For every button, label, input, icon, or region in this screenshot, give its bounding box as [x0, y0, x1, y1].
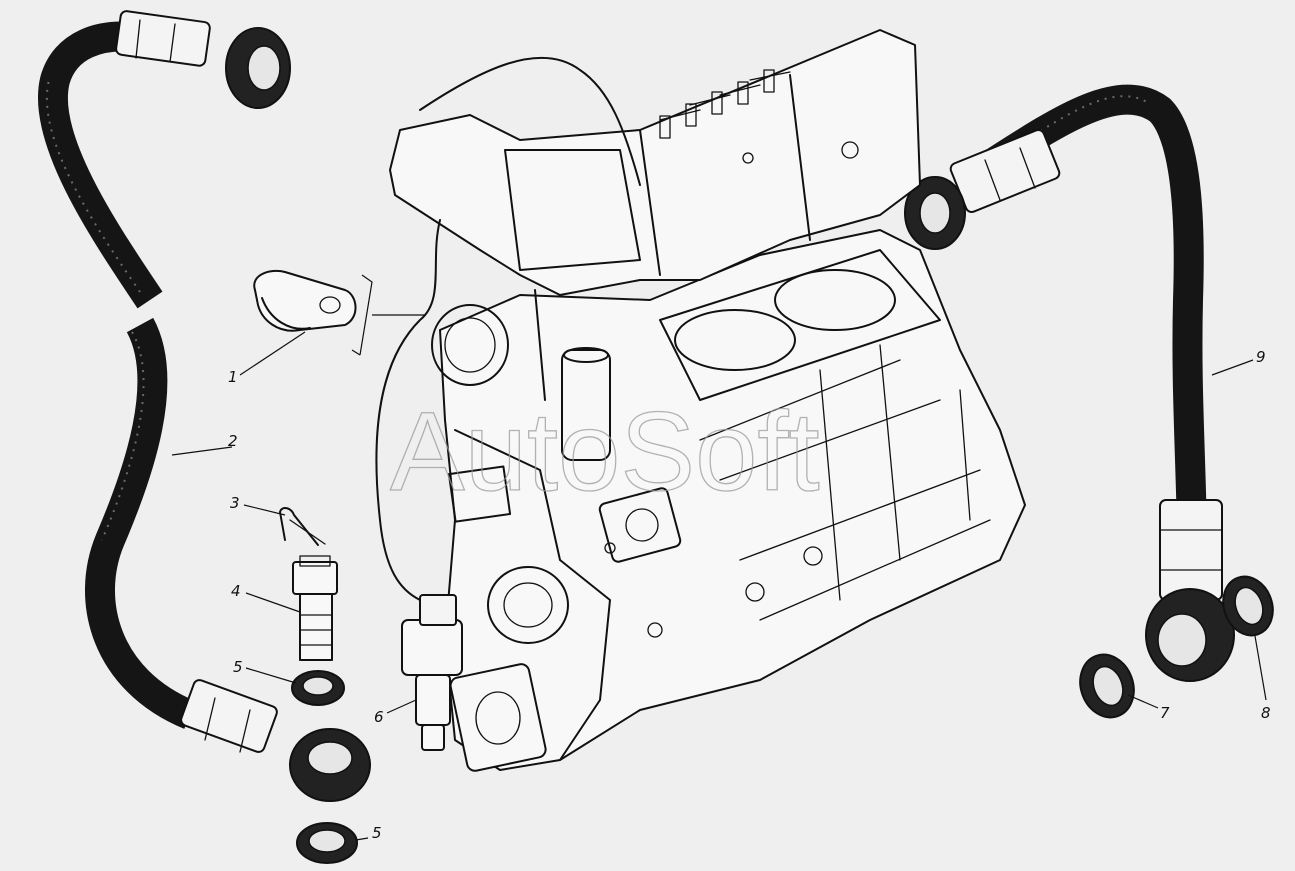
- oil-hose-right: [904, 84, 1235, 682]
- watermark-text: AutoSoft: [390, 389, 820, 514]
- callout-7: 7: [1160, 704, 1170, 722]
- callout-8: 8: [1261, 704, 1271, 722]
- callout-6: 6: [374, 708, 384, 726]
- callout-4: 4: [231, 582, 241, 600]
- oil-hose-left: [38, 10, 371, 802]
- sealing-washer-lower: [296, 822, 358, 864]
- callout-9: 9: [1256, 348, 1266, 366]
- leader-lines: [171, 331, 1267, 841]
- cotter-pin: [279, 507, 326, 546]
- callout-5b: 5: [372, 824, 382, 842]
- pump-outlets: [659, 69, 775, 139]
- engine-block: [431, 229, 1026, 772]
- banjo-bolt: [292, 555, 338, 661]
- hose-clip: [253, 270, 425, 356]
- sealing-washer-7: [1079, 653, 1135, 719]
- injection-pump-assembly: [375, 29, 921, 601]
- oil-pressure-sensor: [401, 594, 463, 751]
- callout-5a: 5: [233, 658, 243, 676]
- sealing-washer-8: [1222, 575, 1274, 637]
- callout-2: 2: [228, 432, 238, 450]
- callout-1: 1: [228, 368, 238, 386]
- callout-3: 3: [230, 494, 240, 512]
- sealing-washer-upper: [291, 670, 345, 706]
